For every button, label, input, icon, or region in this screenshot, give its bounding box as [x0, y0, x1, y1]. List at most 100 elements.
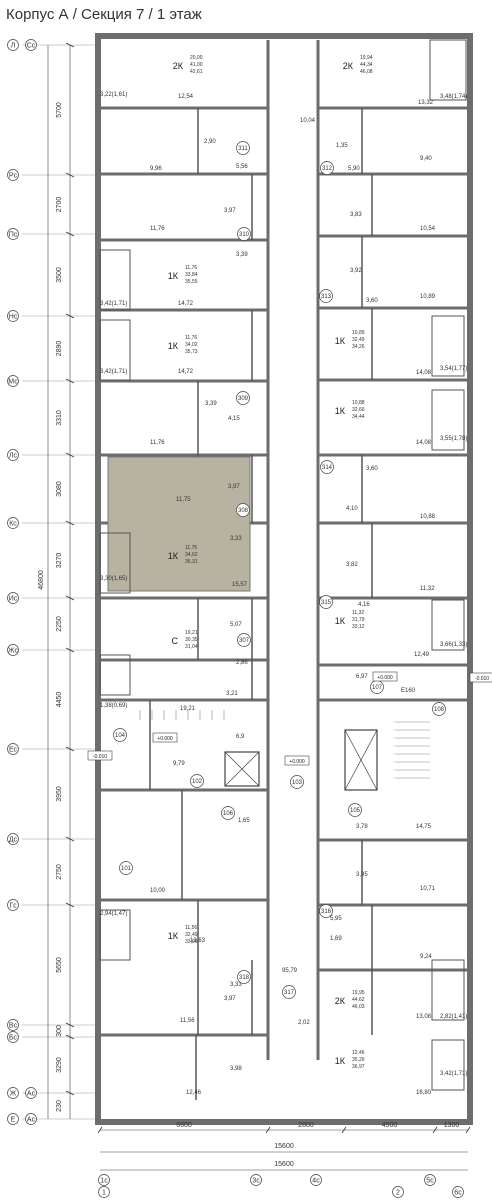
apartment-area: 33,12 — [352, 624, 365, 630]
apartment-area: 42,61 — [190, 69, 203, 75]
apartment-area: 35,26 — [352, 1057, 365, 1063]
room-area-label: 3,33 — [230, 982, 242, 988]
room-number: 318 — [239, 975, 250, 981]
axis-marker — [25, 1113, 37, 1125]
room-area-label: 3,95 — [356, 872, 368, 878]
axis-marker — [98, 1186, 110, 1198]
room-area-label: 2,90 — [204, 139, 216, 145]
room-area-label: 10,00 — [150, 888, 166, 894]
level-label: -0.010 — [475, 676, 489, 682]
room-area-label: 13,08 — [416, 1014, 432, 1020]
axis-marker — [7, 39, 19, 51]
bottom-axis-label: 6с — [454, 1190, 462, 1197]
room-number: 107 — [372, 685, 383, 691]
dimension-tick — [65, 231, 75, 237]
room-area-label: 3,55(1,78) — [440, 436, 467, 442]
apartment-area: 35,73 — [185, 349, 198, 355]
room-area-label: 10,88 — [420, 514, 436, 520]
balcony — [99, 654, 131, 696]
dimension-tick — [65, 902, 75, 908]
apartment-area: 11,76 — [185, 335, 197, 341]
apartment-area: 32,66 — [352, 407, 365, 413]
axis-marker — [25, 1087, 37, 1099]
room-area-label: 2,82(1,41) — [440, 1014, 467, 1020]
room-number: 311 — [238, 146, 248, 152]
apartment-area: 31,79 — [352, 617, 365, 623]
axis-label: Бс — [9, 1035, 18, 1042]
room-number-marker — [348, 803, 362, 817]
room-number: 103 — [292, 780, 303, 786]
axis-label: Дс — [9, 837, 18, 844]
bottom-dimension: 2800 — [298, 1122, 314, 1129]
room-number-marker — [319, 289, 333, 303]
elevator-shaft — [344, 729, 378, 791]
apartment-area: 33,84 — [185, 272, 198, 278]
room-area-label: 3,92 — [350, 268, 362, 274]
axis-label: Вс — [9, 1023, 18, 1030]
dimension-label: 3270 — [56, 553, 63, 569]
room-number-marker — [319, 904, 333, 918]
room-number-marker — [432, 702, 446, 716]
axis-marker — [7, 228, 19, 240]
level-mark — [87, 750, 113, 761]
room-area-label: 1,35 — [336, 143, 348, 149]
apartment-area: 46,08 — [360, 69, 373, 75]
apartment-type: 1К — [335, 406, 346, 416]
apartment-type: 1К — [168, 341, 179, 351]
axis-label: Е — [11, 1117, 16, 1124]
apartment-area: 32,49 — [352, 337, 365, 343]
room-area-label: 11,56 — [180, 1018, 195, 1024]
room-area-label: 12,46 — [186, 1090, 202, 1096]
axis-marker — [7, 517, 19, 529]
apartment-area: 10,89 — [352, 330, 365, 336]
room-area-label: 11,75 — [176, 497, 191, 503]
axis-marker — [7, 449, 19, 461]
bottom-axis-label: 2 — [396, 1190, 400, 1197]
axis-marker — [7, 375, 19, 387]
room-area-label: 9,79 — [173, 761, 185, 767]
axis-marker — [7, 1113, 19, 1125]
room-area-label: 3,60 — [366, 298, 378, 304]
dimension-tick — [65, 1022, 75, 1028]
axis-sub-label: Ас — [27, 1091, 36, 1098]
room-area-label: 1,38(0,69) — [100, 703, 127, 709]
room-number: 312 — [322, 166, 333, 172]
axis-marker — [7, 169, 19, 181]
room-number-marker — [237, 633, 251, 647]
apartment-area: 44,34 — [360, 62, 373, 68]
room-number-marker — [190, 774, 204, 788]
exterior-wall — [95, 33, 473, 1125]
room-number-marker — [320, 460, 334, 474]
axis-marker — [424, 1174, 436, 1186]
apartment-area: 34,44 — [352, 414, 365, 420]
room-number: 106 — [223, 811, 234, 817]
overall-dimension: 46800 — [38, 570, 45, 590]
elevator-cross — [224, 751, 260, 787]
highlighted-apartment[interactable] — [107, 456, 251, 592]
apartment-type: 1К — [335, 1056, 346, 1066]
dimension-label: 3950 — [56, 786, 63, 802]
apartment-area: 46,03 — [352, 1004, 365, 1010]
apartment-area: 11,76 — [185, 265, 197, 271]
balcony — [99, 249, 131, 311]
room-area-label: 6,9 — [236, 734, 245, 740]
room-area-label: 3,48(1,74) — [440, 94, 467, 100]
axis-label: Лс — [9, 453, 18, 460]
bottom-dimension: 4900 — [382, 1122, 398, 1129]
room-area-label: 3,39 — [205, 401, 217, 407]
room-area-label: 9,40 — [420, 156, 432, 162]
bottom-dimension: 1300 — [444, 1122, 460, 1129]
balcony — [431, 959, 465, 1021]
apartment-area: 34,26 — [352, 344, 365, 350]
apartment-type: 2К — [173, 61, 184, 71]
room-area-label: 12,54 — [178, 94, 194, 100]
axis-label: Ис — [9, 596, 18, 603]
apartment-type: 1К — [335, 336, 346, 346]
dimension-tick — [65, 378, 75, 384]
apartment-area: 34,62 — [185, 552, 198, 558]
room-number: 315 — [321, 600, 332, 606]
room-number-marker — [236, 141, 250, 155]
room-number-marker — [221, 806, 235, 820]
axis-label: Жс — [8, 648, 18, 655]
axis-label: Л — [11, 43, 16, 50]
